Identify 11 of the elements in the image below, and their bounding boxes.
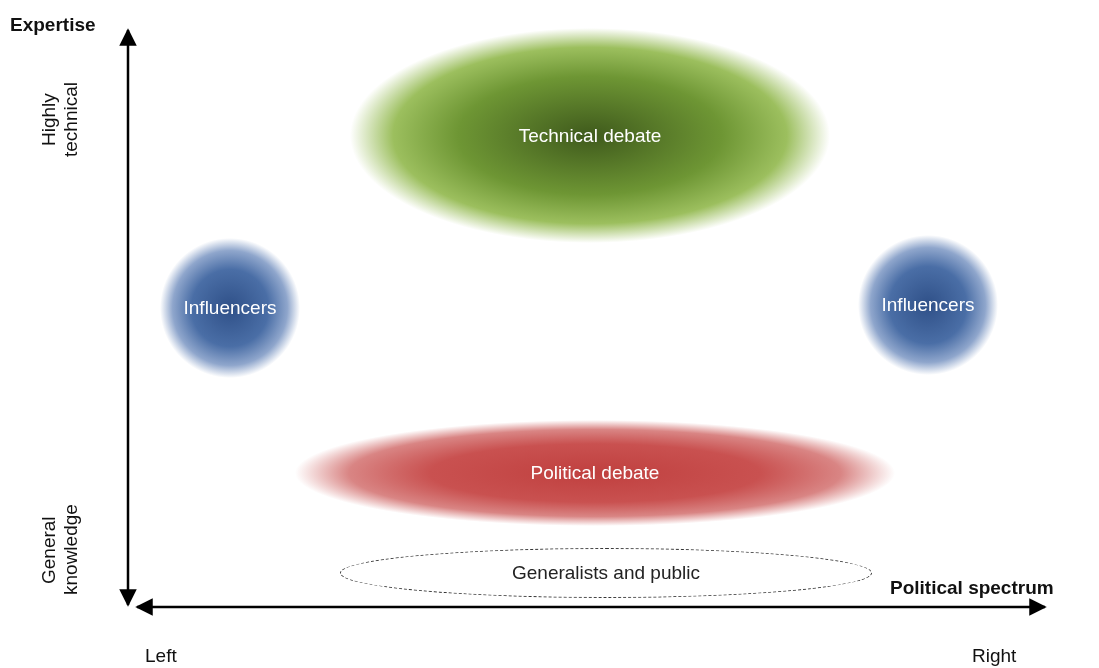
ellipse-label: Technical debate	[518, 124, 662, 147]
ellipse-label: Influencers	[881, 294, 975, 316]
axis-label: Political spectrum	[890, 577, 1054, 599]
ellipse-label: Generalists and public	[512, 562, 700, 584]
axis-label: Left	[145, 645, 177, 667]
axis-label: Expertise	[10, 14, 96, 36]
axis-label: Right	[972, 645, 1017, 667]
ellipse-label: Influencers	[183, 297, 277, 319]
ellipse-label: Political debate	[530, 462, 660, 484]
vertical-axis-label: General knowledge	[38, 503, 82, 598]
vertical-axis-label: Highly technical	[38, 81, 82, 160]
